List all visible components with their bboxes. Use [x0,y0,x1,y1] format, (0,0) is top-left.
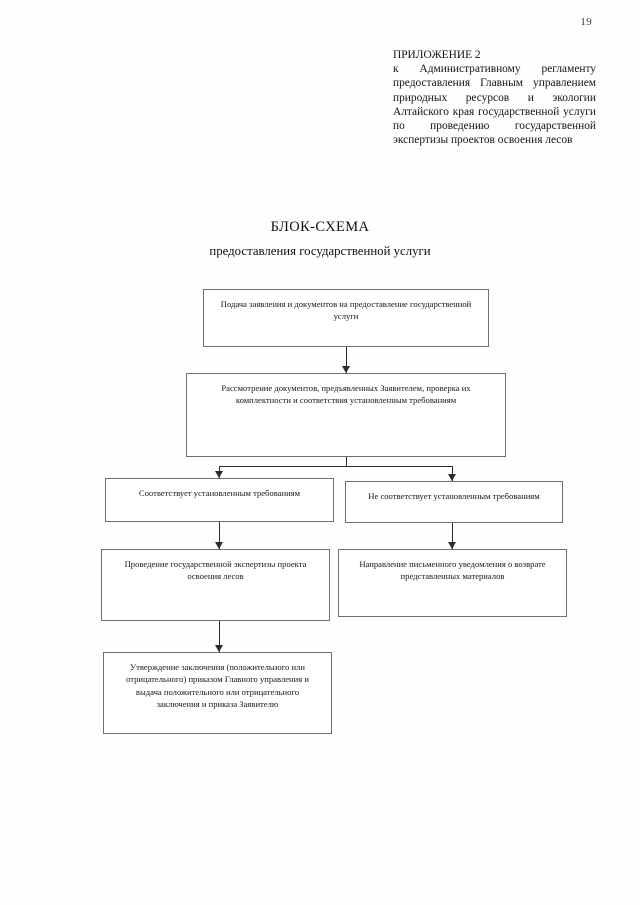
flow-node-application: Подача заявления и документов на предост… [203,289,489,347]
flow-node-review: Рассмотрение документов, предъявленных З… [186,373,506,457]
flow-node-notification: Направление письменного уведомления о во… [338,549,567,617]
flow-node-expertise: Проведение государственной экспертизы пр… [101,549,330,621]
page-number: 19 [580,16,592,28]
flow-node-noncompliant: Не соответствует установленным требовани… [345,481,563,523]
document-subtitle: предоставления государственной услуги [209,244,431,258]
arrowhead-icon [215,471,223,478]
arrowhead-icon [448,474,456,481]
appendix-header-body: к Административному регламенту предостав… [393,63,596,147]
arrowhead-icon [448,542,456,549]
appendix-header-title: ПРИЛОЖЕНИЕ 2 [393,49,481,61]
flow-node-compliant: Соответствует установленным требованиям [105,478,334,522]
connector-application-to-review [346,347,347,373]
connector-noncompliant-to-notification [452,523,453,549]
connector-review-split [219,466,452,467]
connector-review-stem [346,457,347,467]
appendix-header: ПРИЛОЖЕНИЕ 2 к Административному регламе… [393,48,596,147]
connector-compliant-to-expertise [219,522,220,549]
arrowhead-icon [215,645,223,652]
arrowhead-icon [215,542,223,549]
flow-node-approval: Утверждение заключения (положительного и… [103,652,332,734]
connector-review-to-noncompliant [452,466,453,481]
connector-expertise-to-approval [219,621,220,652]
document-title: БЛОК-СХЕМА [270,219,370,235]
arrowhead-icon [342,366,350,373]
